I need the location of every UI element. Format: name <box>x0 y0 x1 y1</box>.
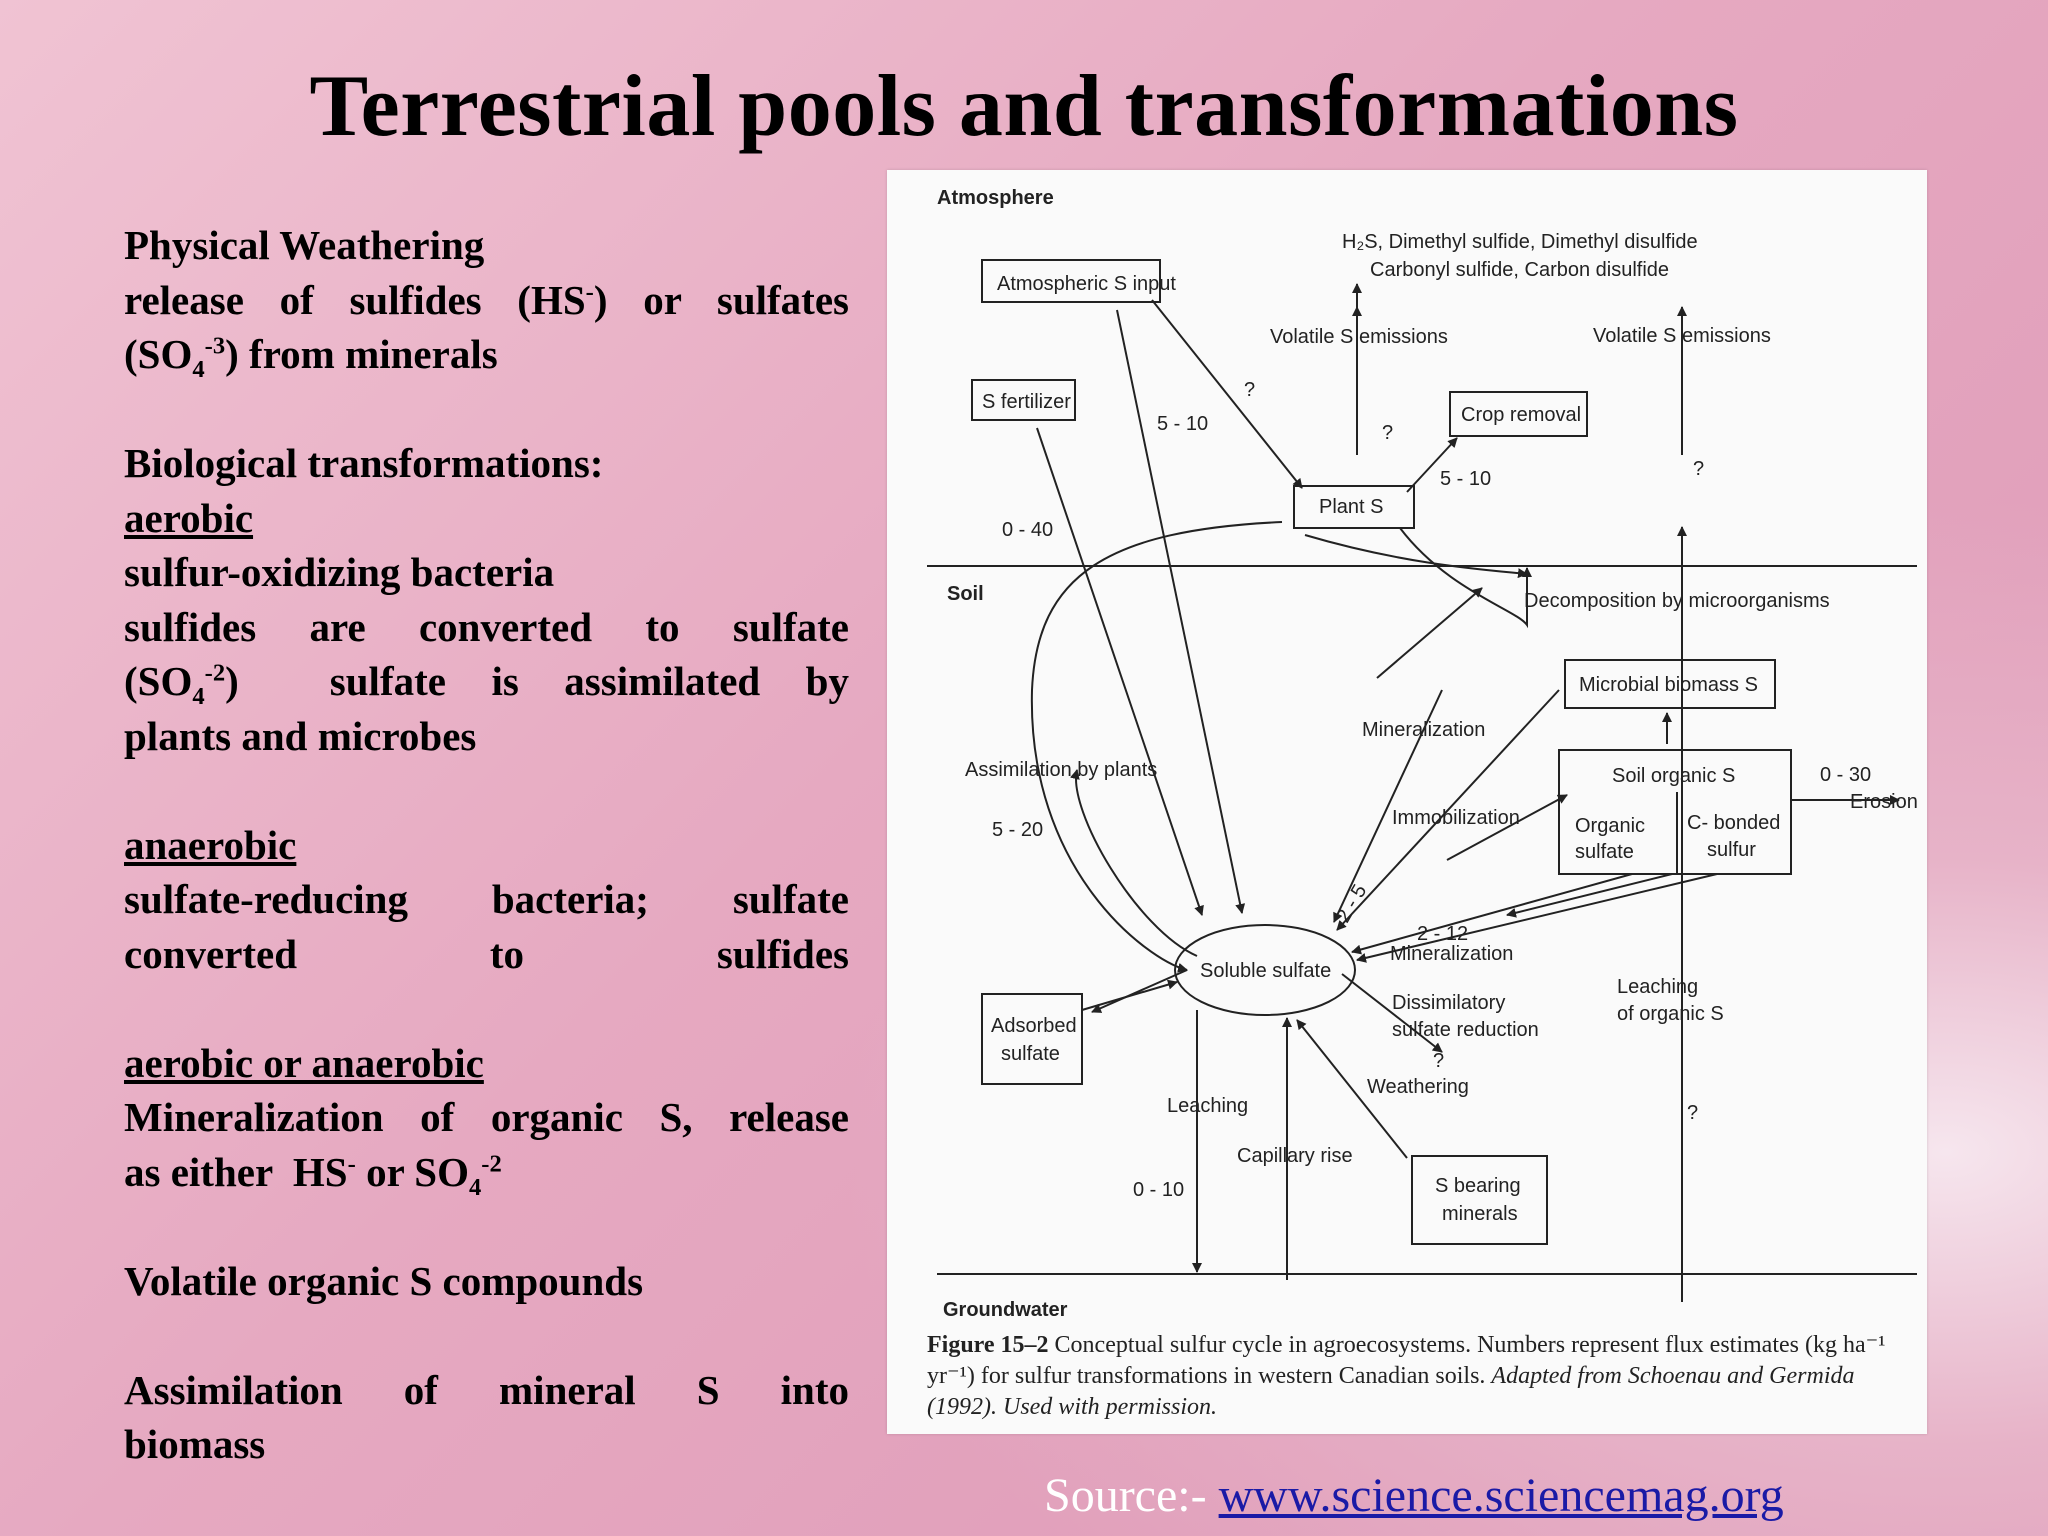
plant-s-box <box>1293 485 1415 529</box>
aerobic-heading: aerobic <box>124 494 254 541</box>
plant-s-label: Plant S <box>1319 496 1383 518</box>
adsorbed-box <box>981 993 1083 1085</box>
capillary-label: Capillary rise <box>1237 1145 1353 1167</box>
physical-line-1: release of sulfides (HS-) or sulfates <box>124 276 849 323</box>
fertilizer-box <box>971 379 1076 421</box>
anaerobic-line-2: converted to sulfides <box>124 930 849 977</box>
volatile-emissions-1: Volatile S emissions <box>1270 326 1448 348</box>
leaching-org-l1: Leaching <box>1617 976 1698 998</box>
atm-input-box <box>981 259 1161 303</box>
mineralization-1-label: Mineralization <box>1362 719 1485 741</box>
microbial-label: Microbial biomass S <box>1579 674 1758 696</box>
mineralization-2-label: Mineralization <box>1390 943 1513 965</box>
flux-2-12: 2 - 12 <box>1417 923 1468 945</box>
flux-5-20: 5 - 20 <box>992 819 1043 841</box>
dissimilatory-l1: Dissimilatory <box>1392 992 1505 1014</box>
sulfur-cycle-diagram: Atmosphere Soil Groundwater H₂S, Dimethy… <box>927 187 1918 1321</box>
gases-line-2: Carbonyl sulfide, Carbon disulfide <box>1370 259 1669 281</box>
sulfur-cycle-figure: Atmosphere Soil Groundwater H₂S, Dimethy… <box>887 170 1927 1434</box>
aerobic-line-4: plants and microbes <box>124 712 477 759</box>
flux-0-40: 0 - 40 <box>1002 519 1053 541</box>
flux-0-10: 0 - 10 <box>1133 1179 1184 1201</box>
aerobic-line-2: sulfides are converted to sulfate <box>124 603 849 650</box>
source-label: Source:- <box>1044 1469 1219 1522</box>
leaching-org-l2: of organic S <box>1617 1003 1724 1025</box>
immobilization-label: Immobilization <box>1392 807 1520 829</box>
anaerobic-line-1: sulfate-reducing bacteria; sulfate <box>124 876 849 922</box>
flux-5-10-a: 5 - 10 <box>1157 413 1208 435</box>
flux-2-5: 2 - 5 <box>1332 881 1371 927</box>
minerals-l2: minerals <box>1442 1203 1518 1225</box>
physical-heading: Physical Weathering <box>124 222 485 268</box>
cbonded-l1: C- bonded <box>1687 812 1780 834</box>
text-column: Physical Weathering release of sulfides … <box>124 218 849 1472</box>
unknown-4: ? <box>1433 1050 1444 1072</box>
zone-groundwater: Groundwater <box>943 1299 1068 1321</box>
figure-caption: Figure 15–2 Conceptual sulfur cycle in a… <box>927 1332 1886 1420</box>
soil-organic-box <box>1558 749 1792 875</box>
crop-removal-box <box>1449 391 1588 437</box>
unknown-1: ? <box>1244 379 1255 401</box>
unknown-3: ? <box>1693 458 1704 480</box>
erosion-label: Erosion <box>1850 791 1918 813</box>
aerobic-line-1: sulfur-oxidizing bacteria <box>124 549 555 595</box>
flux-0-30: 0 - 30 <box>1820 764 1871 786</box>
either-line-2: as either HS- or SO4-2 <box>124 1148 502 1201</box>
assimilation-line-2: biomass <box>124 1421 266 1467</box>
weathering-label: Weathering <box>1367 1076 1469 1098</box>
atm-input-label: Atmospheric S input <box>997 273 1176 295</box>
assimilation-label: Assimilation by plants <box>965 759 1157 781</box>
organic-sulfate-l2: sulfate <box>1575 841 1634 863</box>
cbonded-l2: sulfur <box>1707 839 1756 861</box>
assimilation-line-1: Assimilation of mineral S into <box>124 1366 849 1413</box>
leaching-label: Leaching <box>1167 1095 1248 1117</box>
either-heading: aerobic or anaerobic <box>124 1039 484 1086</box>
aerobic-line-3: (SO4-2) sulfate is assimilated by <box>124 658 849 711</box>
volatile-emissions-2: Volatile S emissions <box>1593 325 1771 347</box>
volatile-line: Volatile organic S compounds <box>124 1257 644 1304</box>
microbial-box <box>1564 659 1776 709</box>
bio-heading: Biological transformations: <box>124 440 604 486</box>
soluble-sulfate-ellipse <box>1174 924 1356 1016</box>
minerals-l1: S bearing <box>1435 1175 1521 1197</box>
adsorbed-l2: sulfate <box>1001 1043 1060 1065</box>
soil-organic-label: Soil organic S <box>1612 765 1735 787</box>
crop-removal-label: Crop removal <box>1461 404 1581 426</box>
source-line: Source:- www.science.sciencemag.org <box>1044 1468 1784 1523</box>
minerals-box <box>1411 1155 1548 1245</box>
decomposition-label: Decomposition by microorganisms <box>1524 590 1830 612</box>
organic-sulfate-l1: Organic <box>1575 815 1645 837</box>
dissimilatory-l2: sulfate reduction <box>1392 1019 1539 1041</box>
physical-line-2: (SO4-3) from minerals <box>124 331 498 384</box>
source-link[interactable]: www.science.sciencemag.org <box>1218 1469 1784 1522</box>
slide-title: Terrestrial pools and transformations <box>309 58 1739 155</box>
unknown-2: ? <box>1382 422 1393 444</box>
fertilizer-label: S fertilizer <box>982 391 1071 413</box>
unknown-5: ? <box>1687 1102 1698 1124</box>
flux-5-10-b: 5 - 10 <box>1440 468 1491 490</box>
anaerobic-heading: anaerobic <box>124 821 297 868</box>
adsorbed-l1: Adsorbed <box>991 1015 1077 1037</box>
soluble-sulfate-label: Soluble sulfate <box>1200 960 1331 982</box>
either-line-1: Mineralization of organic S, release <box>124 1094 849 1140</box>
gases-line-1: H₂S, Dimethyl sulfide, Dimethyl disulfid… <box>1342 231 1698 253</box>
zone-soil: Soil <box>947 583 984 605</box>
zone-atmosphere: Atmosphere <box>937 187 1054 209</box>
